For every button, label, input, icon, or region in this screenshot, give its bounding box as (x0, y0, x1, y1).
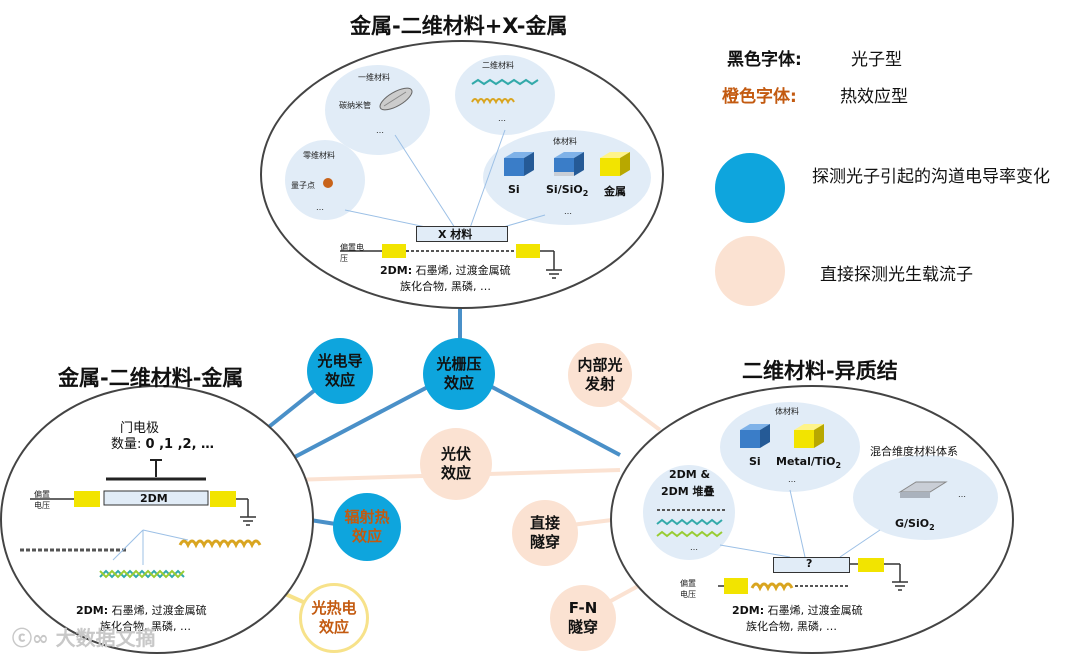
nanoarray-icon (898, 481, 948, 498)
one-d-dots: … (376, 126, 384, 135)
si-sio2-label: Si/SiO2 (546, 183, 589, 199)
left-structure-ellipse (0, 385, 314, 654)
two-d-bubble (455, 55, 555, 135)
top-dm-line2: 族化合物, 黑磷, … (400, 280, 491, 293)
left-materials-icons (20, 529, 262, 579)
legend-peach-swatch (715, 236, 785, 306)
right-dm-line1: 2DM: 石墨烯, 过渡金属硫 (732, 604, 863, 617)
right-device-schematic (718, 558, 908, 594)
right-bias-label: 偏置 电压 (680, 579, 696, 599)
photovoltaic-node: 光伏效应 (420, 428, 492, 500)
stack-layers-icon (656, 509, 725, 538)
metal-label: 金属 (604, 185, 626, 198)
gate-label: 门电极 (120, 421, 160, 436)
layered-material-icon (471, 78, 539, 105)
two-d-dots: … (498, 114, 506, 123)
left-dm-line2: 族化合物, 黑磷, … (100, 620, 191, 633)
zero-d-dots: … (316, 203, 324, 212)
legend-orange-label: 橙色字体: (722, 87, 797, 107)
bulk-dots: … (564, 207, 572, 216)
legend-peach-text: 直接探测光生载流子 (820, 265, 973, 285)
legend-blue-swatch (715, 153, 785, 223)
top-bias-label: 偏置电 压 (340, 243, 364, 263)
right-question-box (773, 557, 850, 573)
left-bias-label: 偏置 电压 (34, 490, 50, 510)
left-device-schematic (30, 459, 256, 526)
bulk-label: 体材料 (553, 137, 577, 146)
direct-tunneling-node: 直接隧穿 (512, 500, 578, 566)
right-si-label: Si (749, 455, 761, 468)
legend-black-value: 光子型 (851, 50, 902, 70)
quantum-dot-label: 量子点 (291, 181, 315, 190)
legend-orange-value: 热效应型 (840, 87, 908, 107)
stack-label-1: 2DM & (669, 468, 711, 481)
internal-emission-node: 内部光发射 (568, 343, 632, 407)
right-title: 二维材料-异质结 (742, 359, 898, 383)
top-dm-line1: 2DM: 石墨烯, 过渡金属硫 (380, 264, 511, 277)
left-dm-line1: 2DM: 石墨烯, 过渡金属硫 (76, 604, 207, 617)
stack-bubble (643, 465, 735, 560)
bolometric-node: 辐射热效应 (333, 493, 401, 561)
right-cubes-icon (740, 424, 824, 448)
bulk-cubes-icon (504, 152, 630, 176)
bulk-bubble (483, 130, 651, 225)
watermark: ⓒ∞ 大数据文摘 (12, 626, 156, 650)
one-d-bubble (325, 65, 430, 155)
top-title: 金属-二维材料+X-金属 (350, 14, 568, 38)
si-label: Si (508, 183, 520, 196)
quantum-dot-icon (323, 178, 333, 188)
right-metal-label: Metal/TiO2 (776, 455, 842, 471)
gsio2-label: G/SiO2 (895, 517, 935, 533)
two-d-label: 二维材料 (482, 61, 514, 70)
right-bulk-dots: … (788, 475, 796, 484)
left-channel-label: 2DM (140, 492, 168, 505)
watermark-logo-icon: ⓒ∞ (12, 626, 49, 650)
cnt-label: 碳纳米管 (339, 101, 371, 110)
one-d-label: 一维材料 (358, 73, 390, 82)
gate-count: 数量: 0 ,1 ,2, … (111, 437, 215, 452)
top-device-schematic (340, 244, 562, 279)
stack-dots: … (690, 543, 698, 552)
right-bulk-label: 体材料 (775, 407, 799, 416)
stack-label-2: 2DM 堆叠 (661, 485, 715, 498)
photogating-node: 光栅压效应 (423, 338, 495, 410)
photoconductive-node: 光电导效应 (307, 338, 373, 404)
left-title: 金属-二维材料-金属 (58, 366, 244, 390)
mixed-dots: … (958, 490, 966, 499)
zero-d-label: 零维材料 (303, 151, 335, 160)
x-material-label: X 材料 (438, 228, 473, 241)
mixed-label: 混合维度材料体系 (870, 445, 958, 458)
x-material-box (416, 226, 508, 242)
photothermoelectric-node: 光热电效应 (299, 583, 369, 653)
right-dm-line2: 族化合物, 黑磷, … (746, 620, 837, 633)
nanotube-icon (379, 87, 413, 111)
right-question-label: ? (806, 557, 813, 570)
legend-blue-text: 探测光子引起的沟道电导率变化 (812, 167, 1050, 187)
legend-black-label: 黑色字体: (727, 50, 802, 70)
